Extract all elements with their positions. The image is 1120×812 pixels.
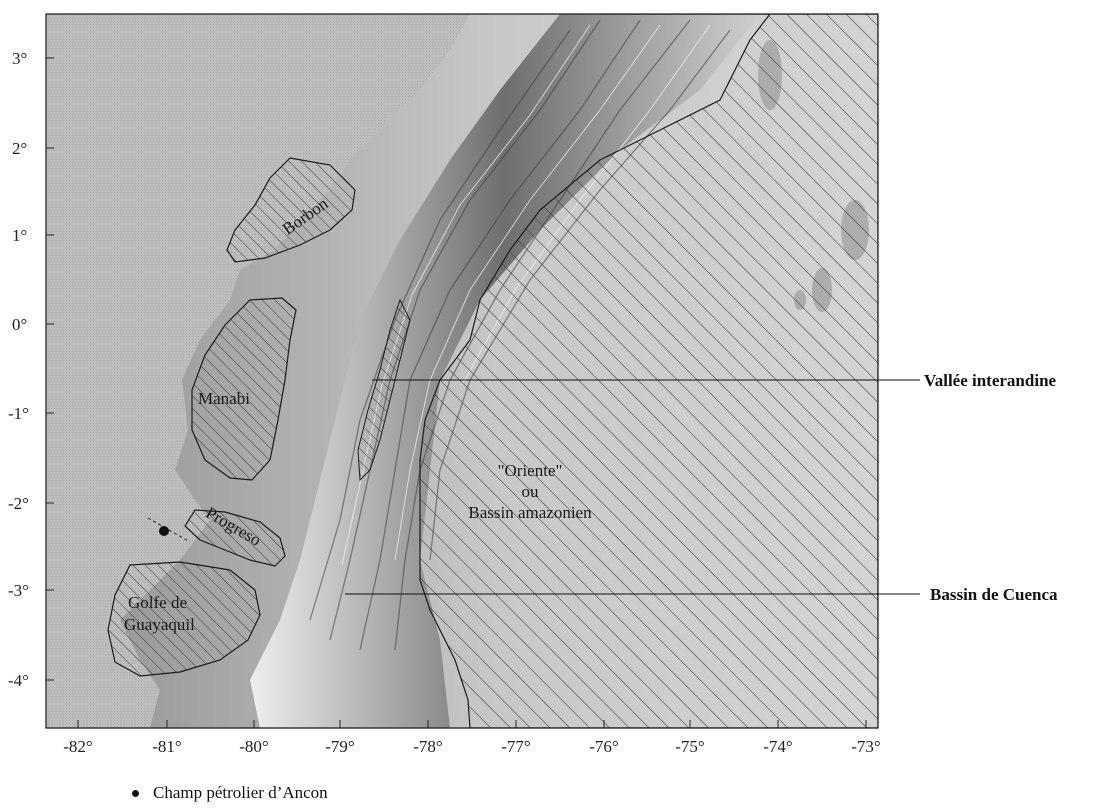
label-oriente-line2: ou	[522, 482, 540, 501]
x-tick-label: -82°	[63, 737, 92, 756]
legend: Champ pétrolier d’Ancon	[132, 780, 328, 806]
label-golfe-line1: Golfe de	[128, 593, 187, 612]
x-axis	[77, 720, 867, 728]
andes-relief	[250, 14, 760, 728]
x-tick-label: -74°	[763, 737, 792, 756]
map-border	[45, 13, 879, 729]
x-tick-label: -78°	[413, 737, 442, 756]
callout-bassin-de-cuenca: Bassin de Cuenca	[930, 585, 1058, 604]
y-axis	[46, 57, 54, 681]
x-tick-label: -73°	[851, 737, 880, 756]
basin-borbon	[226, 157, 356, 263]
ancon-guide	[147, 517, 191, 543]
x-tick-label: -75°	[675, 737, 704, 756]
x-tick-label: -80°	[239, 737, 268, 756]
y-tick-label: -1°	[8, 404, 29, 423]
basin-manabi	[191, 297, 297, 481]
x-axis-labels: -82° -81° -80° -79° -78° -77° -76° -75° …	[63, 737, 880, 756]
x-tick-label: -79°	[325, 737, 354, 756]
legend-label: Champ pétrolier d’Ancon	[153, 783, 328, 802]
y-tick-label: -2°	[8, 494, 29, 513]
label-golfe-line2: Guayaquil	[124, 615, 195, 634]
y-tick-label: -4°	[8, 671, 29, 690]
x-tick-label: -76°	[589, 737, 618, 756]
y-tick-label: 0°	[12, 315, 27, 334]
map-frame	[45, 13, 879, 729]
y-tick-label: -3°	[8, 581, 29, 600]
basin-golfe-guayaquil	[107, 561, 261, 677]
label-oriente-line3: Bassin amazonien	[468, 503, 592, 522]
callouts: Vallée interandine Bassin de Cuenca	[345, 371, 1058, 604]
y-axis-labels: 3° 2° 1° 0° -1° -2° -3° -4°	[8, 49, 29, 690]
label-manabi: Manabi	[198, 389, 250, 408]
basin-vallee-interandine	[357, 298, 411, 482]
ancon-oil-field-marker	[159, 526, 169, 536]
callout-vallee-interandine: Vallée interandine	[924, 371, 1057, 390]
y-tick-label: 2°	[12, 139, 27, 158]
x-tick-label: -77°	[501, 737, 530, 756]
x-tick-label: -81°	[152, 737, 181, 756]
y-tick-label: 3°	[12, 49, 27, 68]
label-oriente-line1: "Oriente"	[498, 461, 563, 480]
y-tick-label: 1°	[12, 226, 27, 245]
basin-progreso	[184, 509, 286, 567]
legend-dot-icon	[132, 789, 139, 797]
